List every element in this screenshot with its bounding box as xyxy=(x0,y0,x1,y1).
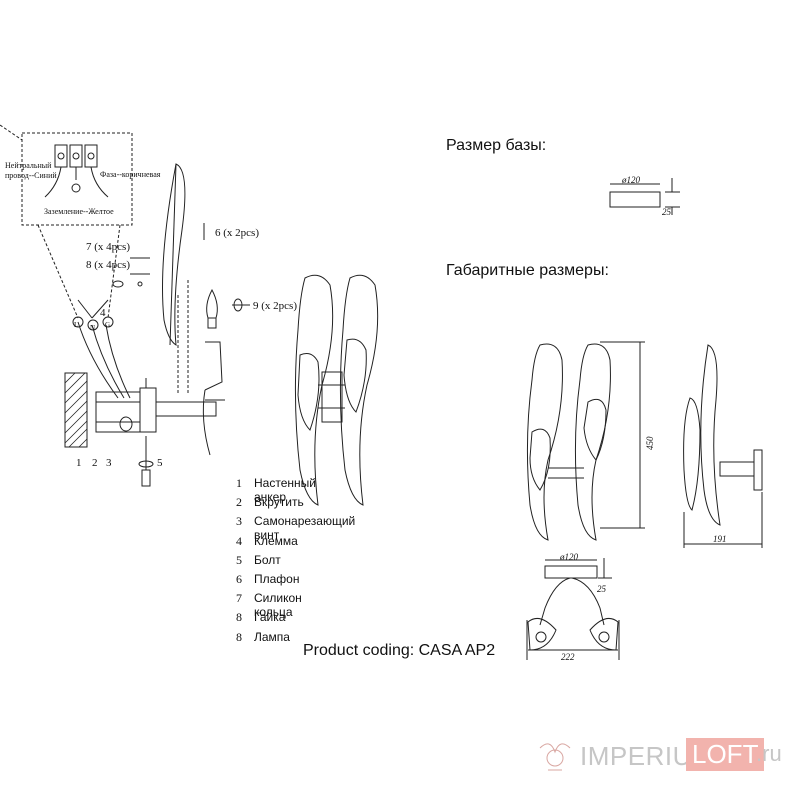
dim-width: 222 xyxy=(561,652,575,662)
part-label: Гайка xyxy=(254,610,286,625)
callout-1: 1 xyxy=(76,457,82,469)
callout-terminal: 4 xyxy=(100,307,106,319)
terminal-n-icon xyxy=(87,319,99,331)
callout-nut: 8 (x 4pcs) xyxy=(86,259,130,271)
part-label: Болт xyxy=(254,552,281,567)
callout-shade: 6 (x 2pcs) xyxy=(215,227,259,239)
neutral-wire-label: Нейтральный xyxy=(5,161,52,170)
callout-2: 2 xyxy=(92,457,98,469)
watermark-domain: .ru xyxy=(756,741,782,766)
terminal-block-icon xyxy=(44,144,109,198)
bolt-icon xyxy=(141,469,151,487)
front-view-drawing xyxy=(294,274,379,506)
terminal-g-label: G xyxy=(105,321,110,329)
wiring-inset-box xyxy=(21,132,133,226)
part-label: Вкрутить xyxy=(254,495,304,510)
part-label: Силикон кольца xyxy=(254,591,302,620)
dim-top-diameter: ø120 xyxy=(559,552,579,562)
part-label: Самонарезающий винт xyxy=(254,514,356,543)
neutral-wire-label-2: провод--Синий xyxy=(5,171,57,180)
dim-top-depth: 25 xyxy=(597,584,607,594)
watermark-crown-icon xyxy=(539,743,571,771)
callout-ring: 7 (x 4pcs) xyxy=(86,241,130,253)
dim-height: 450 xyxy=(645,436,655,450)
ground-wire-label: Заземление--Желтое xyxy=(44,207,114,216)
side-view-drawing xyxy=(683,344,763,548)
part-number: 8 xyxy=(236,629,242,644)
watermark-brand-b: LOFT xyxy=(686,738,765,771)
part-number: 5 xyxy=(236,552,242,567)
part-number: 3 xyxy=(236,514,242,529)
part-number: 7 xyxy=(236,591,242,606)
terminal-l-label: L xyxy=(74,321,78,329)
top-view-drawing xyxy=(526,558,620,660)
callout-bolt: 5 xyxy=(157,457,163,469)
wall-plate xyxy=(139,387,157,433)
shade-drawing xyxy=(162,163,186,346)
part-number: 1 xyxy=(236,476,242,490)
part-label: Клемма xyxy=(254,533,298,548)
lamp-holder xyxy=(204,341,223,391)
dim-depth: 191 xyxy=(713,534,727,544)
wall-section xyxy=(64,372,88,448)
callout-lamp: 9 (x 2pcs) xyxy=(253,300,297,312)
product-coding: Product coding: CASA AP2 xyxy=(303,642,496,659)
terminal-g-icon xyxy=(102,316,114,328)
dim-base-depth: 25 xyxy=(662,207,672,217)
part-label: Лампа xyxy=(254,629,290,644)
part-label: Плафон xyxy=(254,571,300,586)
dim-base-diameter: ø120 xyxy=(621,175,641,185)
terminal-n-label: N xyxy=(90,324,95,332)
part-number: 8 xyxy=(236,610,242,625)
part-number: 4 xyxy=(236,533,242,548)
base-size-drawing xyxy=(609,178,680,215)
part-number: 2 xyxy=(236,495,242,510)
part-label: Настенный анкер xyxy=(254,476,316,504)
terminal-l-icon xyxy=(72,316,84,328)
base-size-heading: Размер базы: xyxy=(446,137,547,154)
bulb-icon xyxy=(206,288,218,319)
overall-size-heading: Габаритные размеры: xyxy=(446,262,609,279)
overall-front-view xyxy=(526,341,645,541)
callout-3: 3 xyxy=(106,457,112,469)
part-number: 6 xyxy=(236,571,242,586)
phase-wire-label: Фаза--коричневая xyxy=(100,170,161,179)
